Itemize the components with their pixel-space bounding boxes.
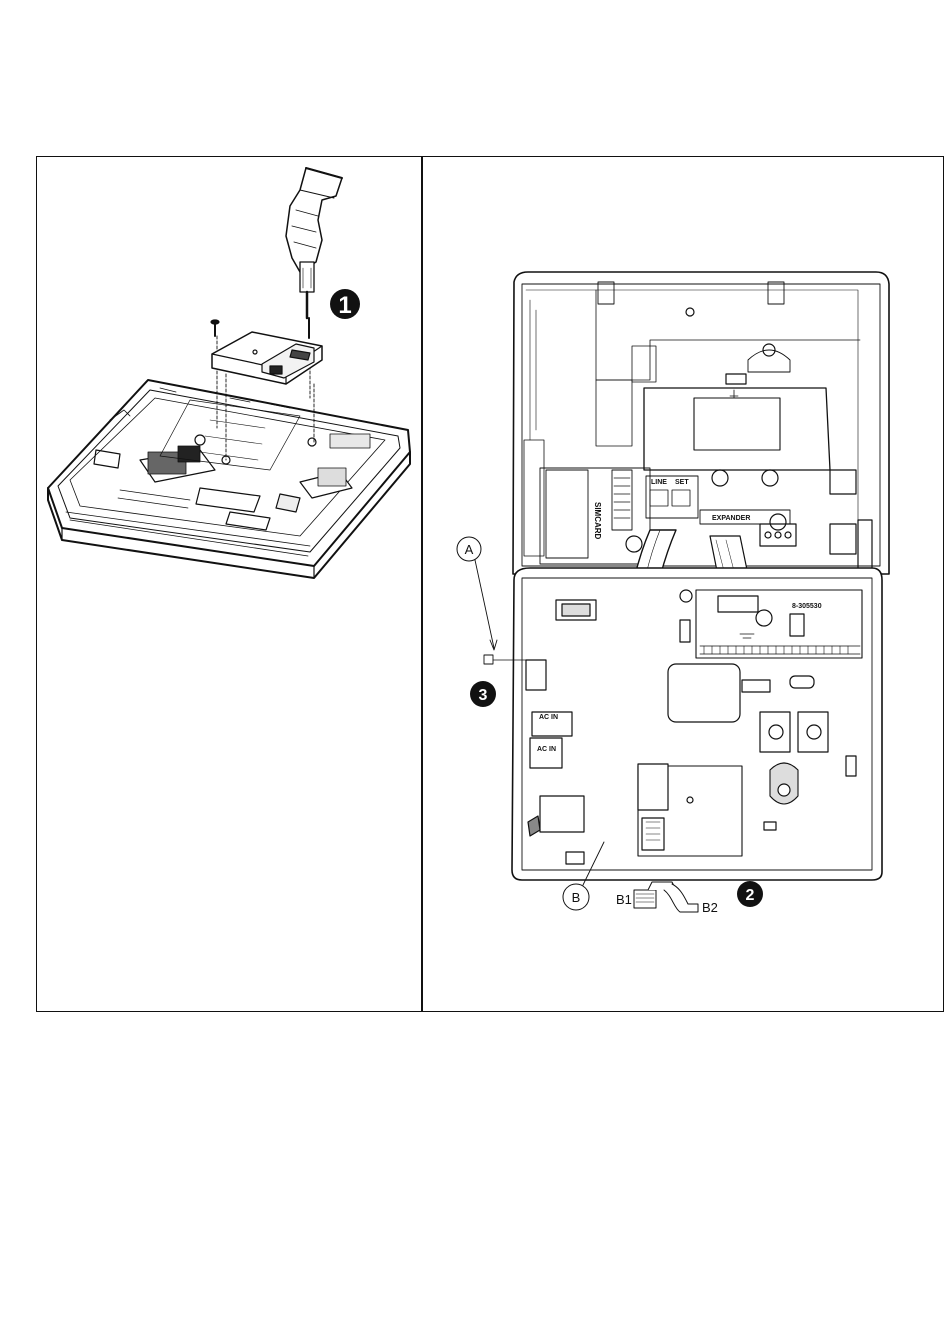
step-badge-3: 3: [470, 681, 496, 707]
base-tray: [48, 380, 410, 578]
svg-text:AC IN: AC IN: [537, 746, 556, 753]
svg-text:A: A: [465, 542, 474, 557]
svg-text:LINE: LINE: [651, 479, 667, 486]
svg-text:8-305530: 8-305530: [792, 603, 822, 610]
svg-text:SIMCARD: SIMCARD: [593, 502, 602, 540]
front-cover: SIMCARD LINE SET EXPANDER: [513, 272, 889, 574]
module-board: [212, 332, 322, 384]
svg-text:3: 3: [479, 687, 488, 704]
step-badge-1: 1: [330, 289, 360, 319]
connector-detail-b1-b2: B1 B2: [616, 882, 718, 915]
left-panel-illustration: 1: [48, 168, 410, 578]
svg-text:B1: B1: [616, 892, 632, 907]
step-badge-2: 2: [737, 881, 763, 907]
svg-text:EXPANDER: EXPANDER: [712, 515, 750, 522]
svg-text:B2: B2: [702, 900, 718, 915]
right-panel-illustration: SIMCARD LINE SET EXPANDER: [457, 272, 889, 915]
svg-text:AC IN: AC IN: [539, 714, 558, 721]
screw-left: [211, 320, 219, 336]
rear-housing: AC IN AC IN 8-305530: [512, 568, 882, 880]
svg-text:B: B: [572, 890, 581, 905]
svg-text:1: 1: [338, 292, 351, 319]
svg-text:SET: SET: [675, 479, 689, 486]
svg-text:2: 2: [746, 887, 755, 904]
